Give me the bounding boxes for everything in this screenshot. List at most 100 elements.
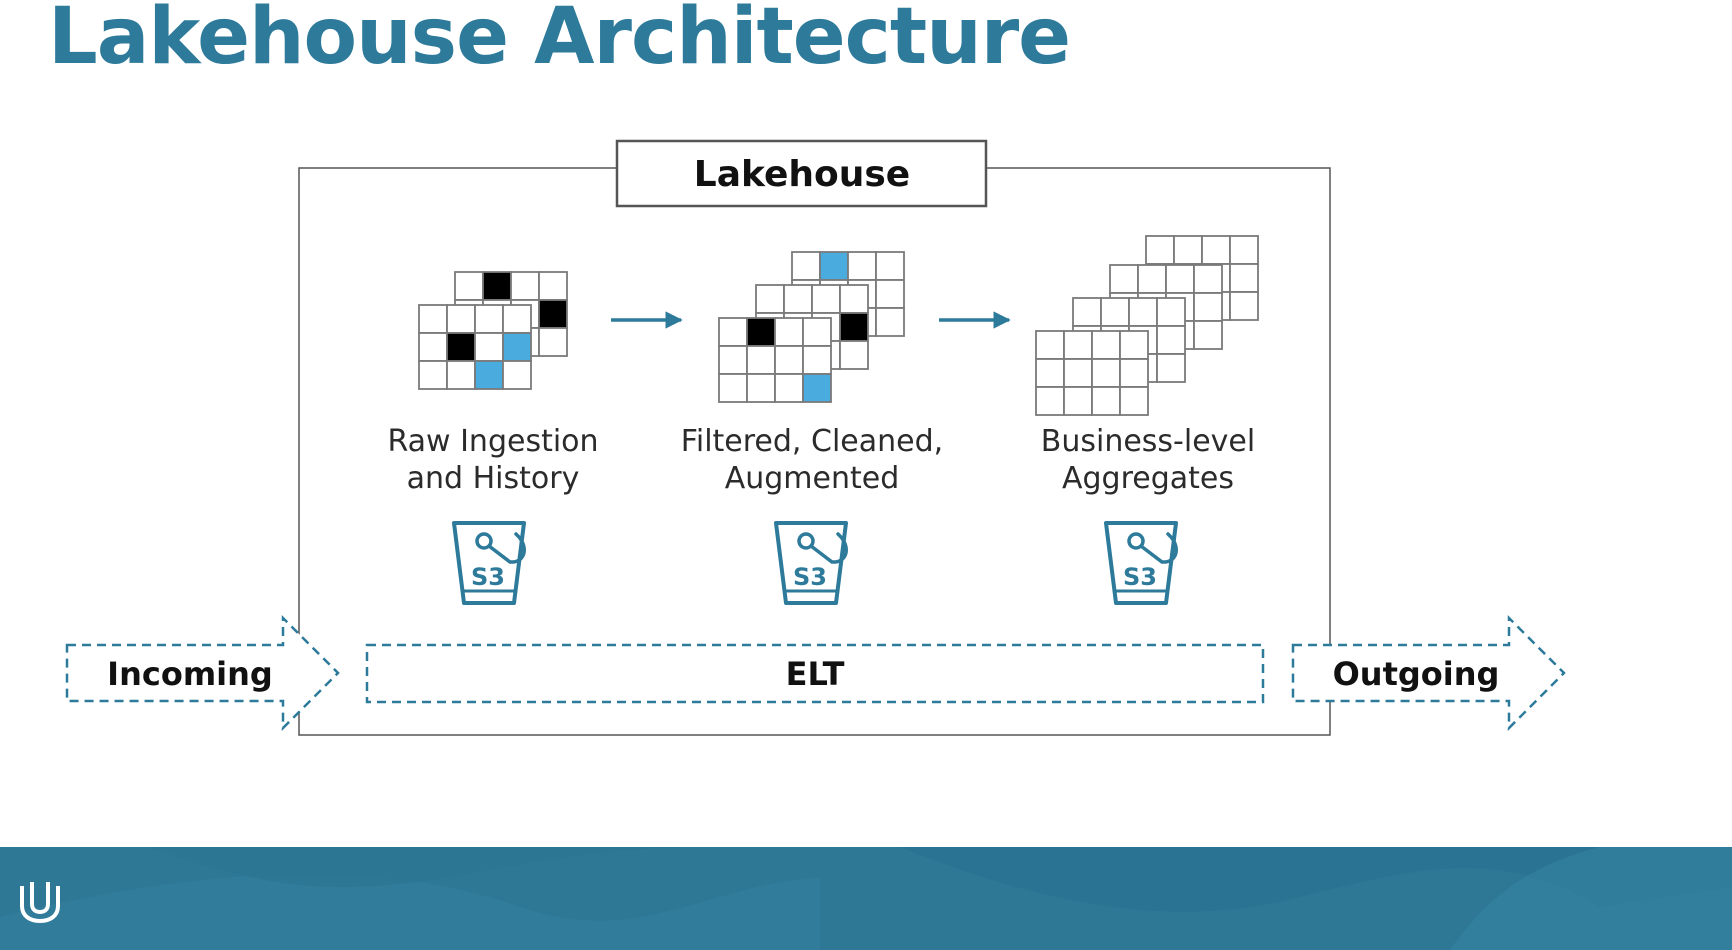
stage-label-raw: Raw Ingestion and History — [387, 424, 598, 496]
table-cell — [482, 271, 512, 301]
page-title: Lakehouse Architecture — [48, 0, 1071, 82]
table-cell — [774, 373, 804, 403]
table-cell — [1091, 330, 1121, 360]
elt-box — [365, 643, 1265, 704]
table-cell — [718, 373, 748, 403]
stage-label-filtered: Filtered, Cleaned, Augmented — [681, 424, 943, 496]
table-cell — [1229, 291, 1259, 321]
udacity-logo-icon — [20, 882, 60, 924]
table-cell — [1128, 297, 1158, 327]
table-cell — [1156, 325, 1186, 355]
table-cell — [839, 340, 869, 370]
table-cell — [1193, 292, 1223, 322]
table-cell — [474, 304, 504, 334]
table-cell — [1119, 386, 1149, 416]
filtered-tables-icon — [718, 251, 905, 403]
table-cell — [847, 251, 877, 281]
table-cell — [802, 345, 832, 375]
raw-tables-icon — [418, 271, 568, 390]
table-cell — [418, 332, 448, 362]
table-cell — [510, 271, 540, 301]
lakehouse-label-box — [615, 139, 988, 208]
table-grid — [718, 317, 832, 403]
table-cell — [802, 373, 832, 403]
table-cell — [474, 332, 504, 362]
footer-bar — [0, 847, 1732, 950]
table-cell — [446, 332, 476, 362]
table-cell — [1137, 264, 1167, 294]
table-cell — [1091, 386, 1121, 416]
table-cell — [839, 312, 869, 342]
table-cell — [1145, 235, 1175, 265]
table-cell — [746, 345, 776, 375]
lakehouse-label: Lakehouse — [694, 154, 910, 195]
s3-label: S3 — [471, 563, 505, 591]
stage-label-line: Augmented — [725, 461, 900, 496]
aggregate-tables-icon — [1035, 235, 1259, 416]
table-cell — [1229, 235, 1259, 265]
table-cell — [1072, 297, 1102, 327]
table-cell — [1173, 235, 1203, 265]
table-cell — [802, 317, 832, 347]
table-cell — [1063, 386, 1093, 416]
table-cell — [1035, 330, 1065, 360]
lakehouse-diagram: Lakehouse Raw Ingestion and History Filt… — [65, 139, 1566, 736]
s3-bucket-icon: S3 — [774, 521, 848, 605]
table-cell — [875, 307, 905, 337]
table-cell — [755, 284, 785, 314]
table-cell — [746, 317, 776, 347]
table-cell — [1156, 297, 1186, 327]
s3-label: S3 — [793, 563, 827, 591]
elt-label: ELT — [786, 655, 845, 693]
table-cell — [875, 251, 905, 281]
incoming-arrow — [65, 614, 340, 732]
table-cell — [1119, 358, 1149, 388]
table-cell — [1063, 330, 1093, 360]
table-cell — [502, 332, 532, 362]
stage-label-aggregates: Business-level Aggregates — [1041, 424, 1255, 496]
table-cell — [1193, 264, 1223, 294]
stage-label-line: Business-level — [1041, 424, 1255, 459]
table-cell — [474, 360, 504, 390]
table-cell — [1035, 386, 1065, 416]
table-cell — [783, 284, 813, 314]
table-cell — [538, 327, 568, 357]
table-cell — [1119, 330, 1149, 360]
table-cell — [774, 317, 804, 347]
table-cell — [718, 317, 748, 347]
table-cell — [454, 271, 484, 301]
table-cell — [446, 360, 476, 390]
table-cell — [746, 373, 776, 403]
table-cell — [1063, 358, 1093, 388]
table-cell — [1193, 320, 1223, 350]
table-cell — [839, 284, 869, 314]
table-cell — [538, 271, 568, 301]
table-cell — [502, 360, 532, 390]
s3-label: S3 — [1123, 563, 1157, 591]
table-cell — [811, 284, 841, 314]
table-cell — [774, 345, 804, 375]
incoming-label: Incoming — [107, 655, 273, 693]
stage-label-line: Filtered, Cleaned, — [681, 424, 943, 459]
table-cell — [418, 360, 448, 390]
table-cell — [718, 345, 748, 375]
stage-label-line: and History — [407, 461, 580, 496]
outgoing-arrow — [1291, 614, 1566, 732]
table-cell — [538, 299, 568, 329]
footer-wave-pattern — [0, 847, 1732, 950]
table-cell — [1229, 263, 1259, 293]
stage-label-line: Aggregates — [1062, 461, 1234, 496]
table-cell — [418, 304, 448, 334]
table-cell — [502, 304, 532, 334]
outgoing-label: Outgoing — [1333, 655, 1500, 693]
table-cell — [1201, 235, 1231, 265]
table-cell — [1156, 353, 1186, 383]
table-cell — [1100, 297, 1130, 327]
table-grid — [1035, 330, 1149, 416]
table-cell — [1109, 264, 1139, 294]
table-cell — [875, 279, 905, 309]
table-cell — [1165, 264, 1195, 294]
s3-bucket-icon: S3 — [452, 521, 526, 605]
table-cell — [1091, 358, 1121, 388]
table-cell — [446, 304, 476, 334]
